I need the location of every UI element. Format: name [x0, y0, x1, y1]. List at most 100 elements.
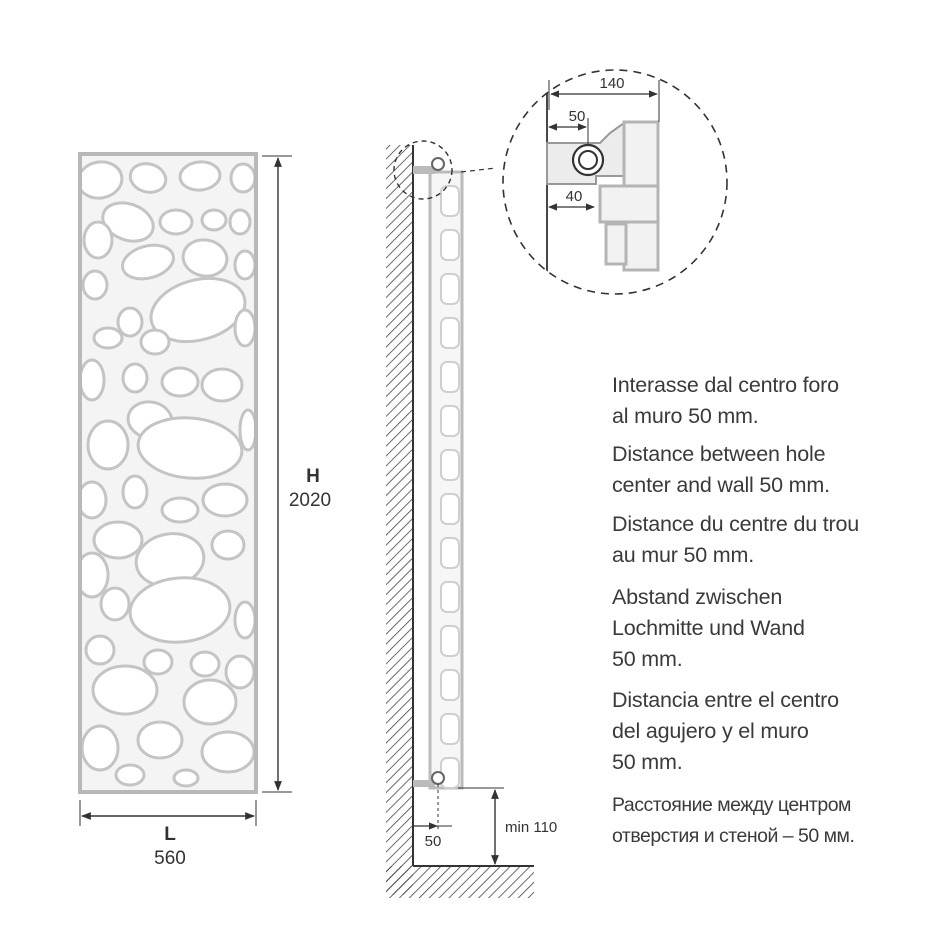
- pebble-cutout: [233, 308, 254, 348]
- note-line: отверстия и стеной – 50 мм.: [612, 825, 855, 847]
- height-value: 2020: [289, 490, 331, 511]
- note-line: Abstand zwischen: [612, 585, 783, 609]
- bracket-detail: 140 50 40: [502, 69, 728, 295]
- pebble-cutout: [121, 362, 149, 394]
- side-profile-opening: [440, 361, 460, 393]
- pebble-cutout: [139, 328, 171, 356]
- overall-depth-label: 140: [599, 75, 624, 92]
- note-line: center and wall 50 mm.: [612, 473, 830, 497]
- pebble-cutout: [136, 720, 184, 760]
- pebble-cutout: [121, 474, 149, 510]
- pebble-cutout: [92, 520, 144, 560]
- pebble-cutout: [149, 276, 247, 344]
- note-line: Расстояние между центром: [612, 794, 851, 816]
- side-profile-opening: [440, 757, 460, 789]
- pebble-cutout: [101, 201, 155, 243]
- pebble-cutout: [99, 586, 131, 622]
- note-line: 50 mm.: [612, 750, 683, 774]
- pebble-cutout: [84, 634, 116, 666]
- pebble-cutout: [82, 220, 114, 260]
- side-profile-opening: [440, 669, 460, 701]
- note-line: 50 mm.: [612, 647, 683, 671]
- pebble-cutout: [82, 551, 110, 599]
- side-profile-opening: [440, 537, 460, 569]
- side-view: 50 min 110: [386, 140, 557, 898]
- height-symbol: H: [306, 466, 320, 487]
- pebble-cutout: [92, 326, 124, 350]
- note-line: Lochmitte und Wand: [612, 616, 805, 640]
- pebble-cutout: [233, 249, 254, 281]
- pebble-cutout: [160, 496, 200, 524]
- pebble-cutout: [128, 162, 168, 194]
- side-profile-opening: [440, 273, 460, 305]
- note-line: au mur 50 mm.: [612, 543, 754, 567]
- pebble-pattern: [82, 160, 254, 788]
- note-english: Distance between hole center and wall 50…: [612, 439, 932, 501]
- pebble-cutout: [189, 650, 221, 678]
- pebble-cutout: [238, 408, 254, 452]
- side-profile-opening: [440, 581, 460, 613]
- wall-hatch: [386, 145, 413, 895]
- pebble-cutout: [200, 367, 244, 403]
- note-spanish: Distancia entre el centro del agujero y …: [612, 685, 932, 778]
- note-line: Interasse dal centro foro: [612, 373, 839, 397]
- bracket-offset-label: 40: [566, 188, 583, 205]
- front-view: H 2020 L 560: [78, 152, 331, 869]
- side-profile-opening: [440, 625, 460, 657]
- pebble-cutout: [172, 768, 200, 788]
- pebble-cutout: [200, 730, 254, 774]
- pebble-cutout: [160, 366, 200, 398]
- pebble-cutout: [114, 763, 146, 787]
- pebble-cutout: [86, 419, 130, 471]
- pebble-cutout: [233, 600, 254, 640]
- note-line: del agujero y el muro: [612, 719, 809, 743]
- hole-to-wall-label: 50: [569, 108, 586, 125]
- side-profile-opening: [440, 493, 460, 525]
- pebble-cutout: [142, 648, 174, 676]
- floor-clearance-label: min 110: [505, 819, 557, 836]
- pebble-cutout: [210, 529, 246, 561]
- pebble-cutout: [82, 269, 109, 301]
- pebble-cutout: [228, 208, 252, 236]
- length-value: 560: [154, 848, 186, 869]
- pebble-cutout: [82, 160, 124, 200]
- pebble-cutout: [136, 416, 244, 480]
- bottom-mount-hole: [431, 771, 445, 785]
- pebble-cutout: [158, 208, 194, 236]
- pebble-cutout: [82, 724, 120, 772]
- pebble-cutout: [121, 243, 175, 281]
- pebble-cutout: [128, 576, 232, 644]
- side-profile-opening: [440, 185, 460, 217]
- note-line: Distance between hole: [612, 442, 826, 466]
- note-line: Distancia entre el centro: [612, 688, 839, 712]
- note-line: Distance du centre du trou: [612, 512, 859, 536]
- pebble-cutout: [181, 238, 229, 278]
- pebble-cutout: [201, 482, 249, 518]
- pebble-cutout: [182, 678, 238, 726]
- side-profile-opening: [440, 449, 460, 481]
- length-symbol: L: [164, 824, 176, 845]
- side-profile-opening: [440, 317, 460, 349]
- pebble-cutout: [82, 358, 106, 402]
- pebble-cutout: [116, 306, 144, 338]
- pebble-cutout: [224, 654, 254, 690]
- pebble-cutout: [229, 162, 254, 194]
- side-profile-opening: [440, 229, 460, 261]
- detail-marker-circle: [393, 140, 453, 200]
- top-mount-hole: [431, 157, 445, 171]
- note-french: Distance du centre du trou au mur 50 mm.: [612, 509, 932, 571]
- pebble-cutout: [200, 208, 228, 232]
- note-line: al muro 50 mm.: [612, 404, 759, 428]
- side-profile-openings: [440, 185, 460, 789]
- note-italian: Interasse dal centro foro al muro 50 mm.: [612, 370, 932, 432]
- side-profile-opening: [440, 405, 460, 437]
- side-profile-opening: [440, 713, 460, 745]
- pebble-cutout: [178, 160, 222, 192]
- pebble-cutout: [82, 480, 108, 520]
- floor-hatch: [386, 866, 534, 898]
- note-russian: Расстояние между центром отверстия и сте…: [612, 790, 932, 852]
- pebble-cutout: [91, 664, 159, 716]
- note-german: Abstand zwischen Lochmitte und Wand 50 m…: [612, 582, 932, 675]
- bottom-offset-label: 50: [425, 833, 442, 850]
